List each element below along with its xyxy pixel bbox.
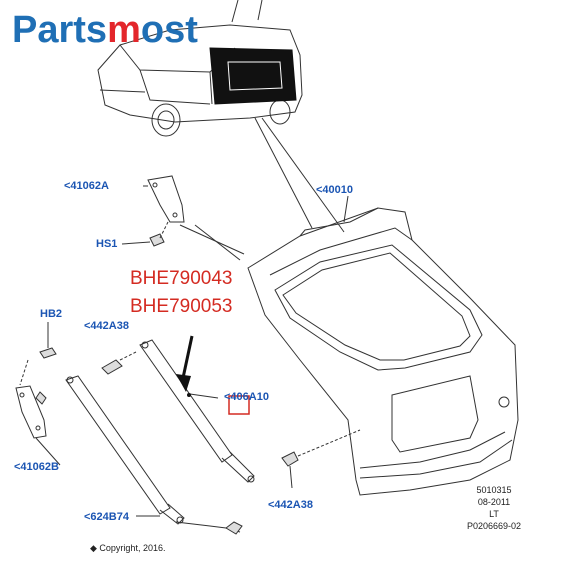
info-line-3: LT [489,509,499,519]
vehicle-illustration [97,0,303,137]
callout-stud-upper: <442A38 [84,320,129,332]
drawing-info-block: 5010315 08-2011 LT P0206669-02 [456,484,532,532]
gas-strut-upper [101,339,255,483]
brand-logo-part3: ost [140,9,198,51]
copyright-notice: ◆ Copyright, 2016. [90,543,166,553]
brand-logo-part1: Parts [12,9,108,51]
callout-strut-ref: <406A10 [224,391,269,403]
annotation-arrow [176,335,194,392]
gas-strut-lower [65,375,243,535]
info-line-2: 08-2011 [477,497,511,507]
callout-tailgate: <40010 [316,184,354,196]
info-line-4: P0206669-02 [466,521,522,531]
tailgate-illustration [179,207,519,496]
lower-hinge-bracket [15,385,47,439]
brand-logo: Partsmost [12,8,198,52]
stud-lower [281,451,299,467]
part-number-1: BHE790043 [130,268,233,289]
callout-bolt: HB2 [40,308,63,320]
callout-stud-lower: <442A38 [268,499,313,511]
callout-upper-bracket: <41062A [64,180,109,192]
callout-lower-bracket: <41062B [14,461,59,473]
upper-hinge-bracket [147,175,185,223]
callout-screw: HS1 [96,238,118,250]
info-line-1: 5010315 [476,485,512,495]
brand-logo-part2: m [107,9,141,51]
callout-wiring: <624B74 [84,511,129,523]
annotation-highlight-box [228,395,250,415]
part-number-2: BHE790053 [130,296,233,317]
bolt-hb2 [39,347,57,359]
